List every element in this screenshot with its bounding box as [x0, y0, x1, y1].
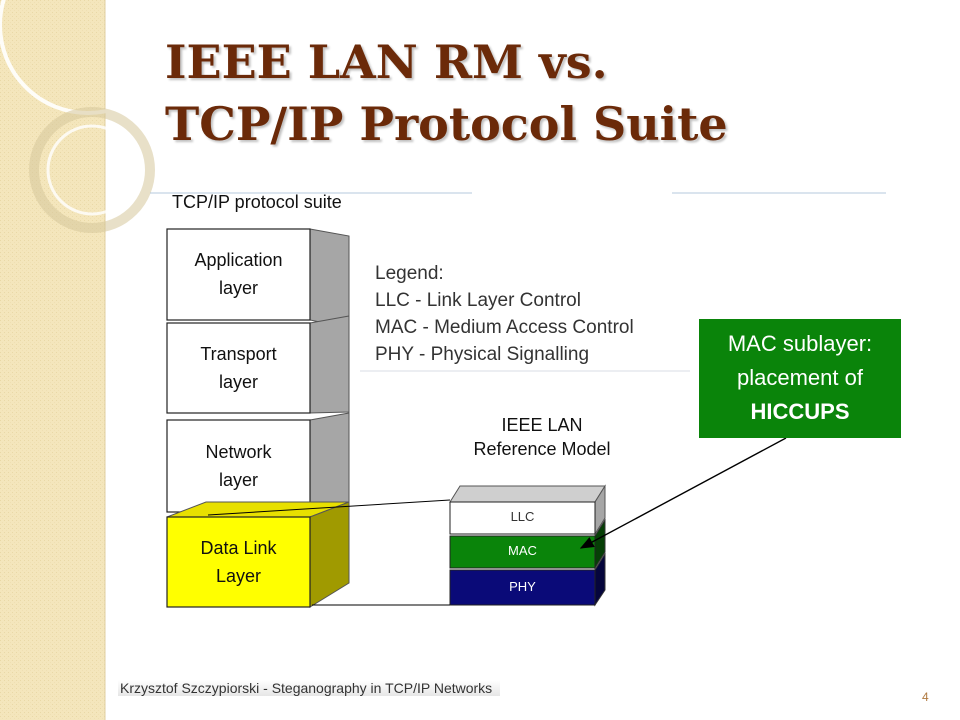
llc-sublayer-block — [449, 484, 606, 536]
ring-medium — [29, 107, 155, 233]
mac-sublayer-block — [449, 518, 606, 570]
llc-sublayer-label: LLC — [510, 509, 535, 524]
network-layer-block — [166, 412, 350, 513]
page-number: 4 — [922, 690, 929, 704]
data-link-layer-block — [166, 501, 350, 608]
callout-line-2: placement of — [737, 365, 863, 390]
callout-arrow — [579, 437, 787, 549]
slide-title-line-1: IEEE LAN RM vs. — [165, 35, 608, 89]
legend-item-llc: LLC - Link Layer Control — [375, 290, 581, 311]
phy-sublayer-label: PHY — [509, 579, 536, 594]
callout-line-1: MAC sublayer: — [727, 331, 873, 356]
legend-item-phy: PHY - Physical Signalling — [375, 344, 590, 365]
transport-layer-block — [166, 315, 350, 414]
connector-top — [207, 499, 451, 516]
slide-title-line-2: TCP/IP Protocol Suite — [165, 97, 728, 151]
application-layer-block — [166, 228, 350, 329]
left-panel — [0, 0, 105, 720]
phy-sublayer-block — [449, 552, 606, 607]
callout-line-3: HICCUPS — [750, 399, 850, 424]
tcpip-suite-label: TCP/IP protocol suite — [172, 192, 342, 212]
hiccups-callout-box: MAC sublayer: placement of HICCUPS — [699, 319, 901, 438]
legend-item-mac: MAC - Medium Access Control — [375, 317, 634, 338]
legend-heading: Legend: — [375, 263, 444, 284]
mac-sublayer-label: MAC — [508, 543, 537, 558]
footer-author: Krzysztof Szczypiorski - Steganography i… — [118, 680, 501, 696]
ring-inner — [46, 124, 138, 216]
